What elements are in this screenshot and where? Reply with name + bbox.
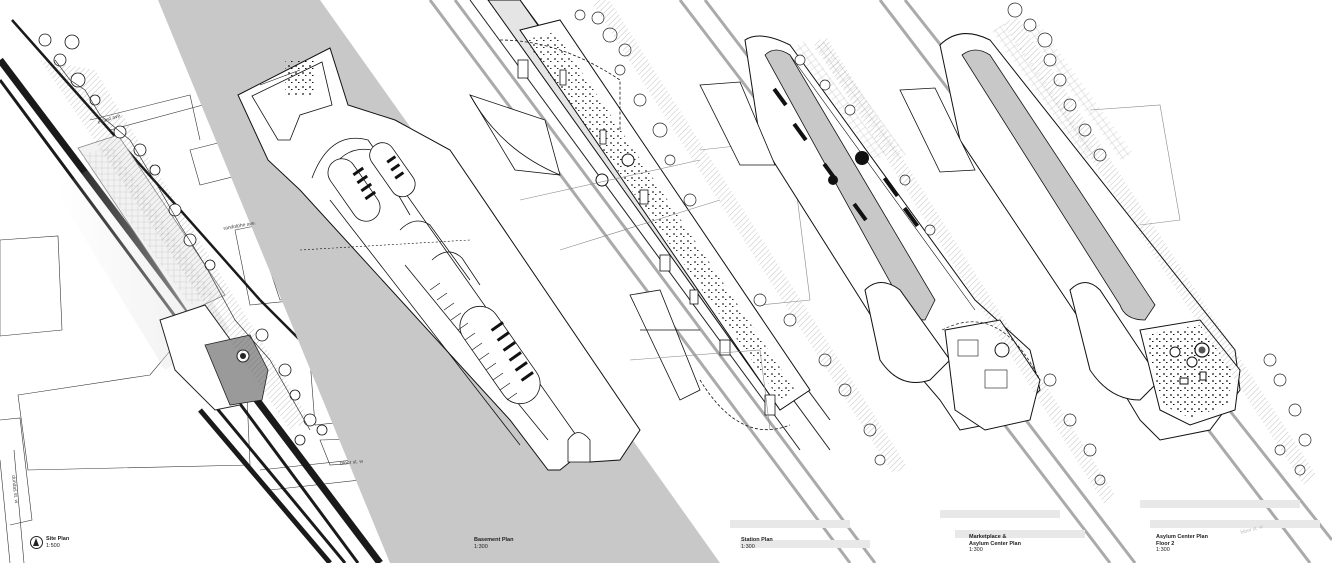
station-plan-title: Station Plan 1:300 — [741, 537, 773, 550]
station-plan-scale: 1:300 — [741, 543, 755, 550]
site-plan-title: Site Plan 1:500 — [46, 536, 69, 549]
asylum-floor2-drawing — [878, 0, 1332, 563]
station-plan-drawing — [428, 0, 907, 563]
asylum-floor2-name-2: Floor 2 — [1156, 540, 1175, 547]
asylum-floor2-scale: 1:300 — [1156, 547, 1170, 553]
basement-plan-scale: 1:300 — [474, 543, 488, 550]
site-plan-scale: 1:500 — [46, 542, 60, 549]
basement-plan-name: Basement Plan — [474, 537, 514, 543]
marketplace-plan-name-2: Asylum Center Plan — [969, 540, 1021, 547]
site-plan-name: Site Plan — [46, 536, 70, 542]
marketplace-plan-scale: 1:300 — [969, 547, 983, 553]
station-plan-name: Station Plan — [741, 537, 773, 543]
marketplace-plan-title: Marketplace & Asylum Center Plan 1:300 — [969, 534, 1021, 554]
basement-plan-title: Basement Plan 1:300 — [474, 537, 513, 550]
site-plan-drawing — [0, 19, 406, 563]
basement-plan-drawing — [158, 0, 720, 563]
asylum-floor2-name-1: Asylum Center Plan — [1156, 534, 1208, 540]
marketplace-plan-drawing — [678, 0, 1137, 563]
marketplace-plan-name-1: Marketplace & — [969, 534, 1007, 540]
north-arrow-icon — [30, 536, 43, 549]
asylum-floor2-title: Asylum Center Plan Floor 2 1:300 — [1156, 534, 1208, 554]
